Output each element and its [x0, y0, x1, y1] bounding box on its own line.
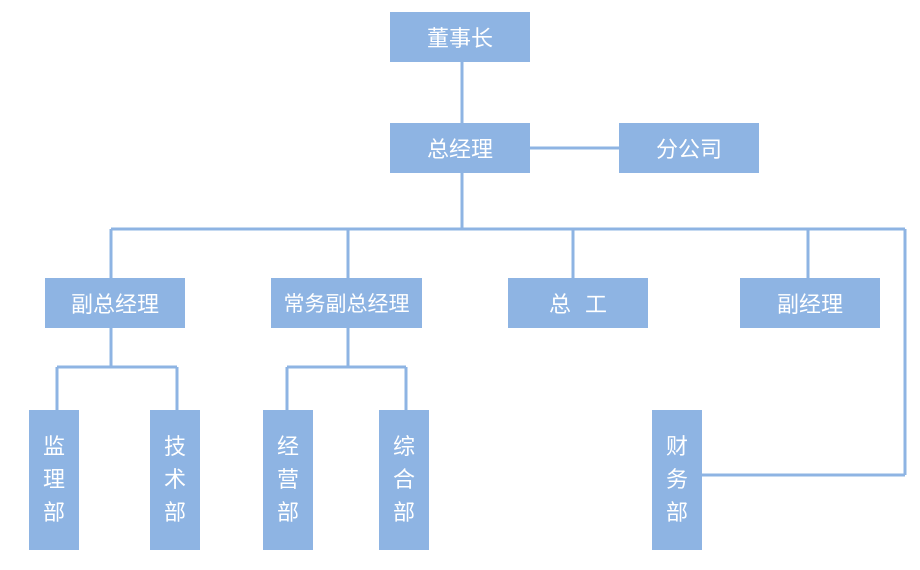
node-char: 技: [163, 434, 186, 460]
node-deputy-manager: 副经理: [740, 278, 880, 328]
node-char: 部: [392, 500, 415, 526]
node-char: 综: [392, 434, 415, 460]
node-chairman: 董事长: [390, 12, 530, 62]
node-char: 务: [665, 467, 688, 493]
node-vice-general-manager: 副总经理: [45, 278, 185, 328]
node-branch-company: 分公司: [619, 123, 759, 173]
node-char: 经: [276, 434, 299, 460]
node-char: 财: [665, 434, 688, 460]
node-technical-dept: 技 术 部: [150, 410, 200, 550]
node-supervision-dept: 监 理 部: [29, 410, 79, 550]
node-char: 部: [665, 500, 688, 526]
node-general-manager: 总经理: [390, 123, 530, 173]
node-chief-engineer: 总 工: [508, 278, 648, 328]
node-finance-dept: 财 务 部: [652, 410, 702, 550]
node-char: 监: [42, 434, 65, 460]
node-executive-vice-general-manager: 常务副总经理: [271, 278, 422, 328]
node-char: 部: [163, 500, 186, 526]
node-char: 部: [42, 500, 65, 526]
node-char: 营: [276, 467, 299, 493]
node-operations-dept: 经 营 部: [263, 410, 313, 550]
node-char: 理: [42, 467, 65, 493]
node-char: 合: [392, 467, 415, 493]
node-char: 部: [276, 500, 299, 526]
node-general-affairs-dept: 综 合 部: [379, 410, 429, 550]
node-char: 术: [163, 467, 186, 493]
